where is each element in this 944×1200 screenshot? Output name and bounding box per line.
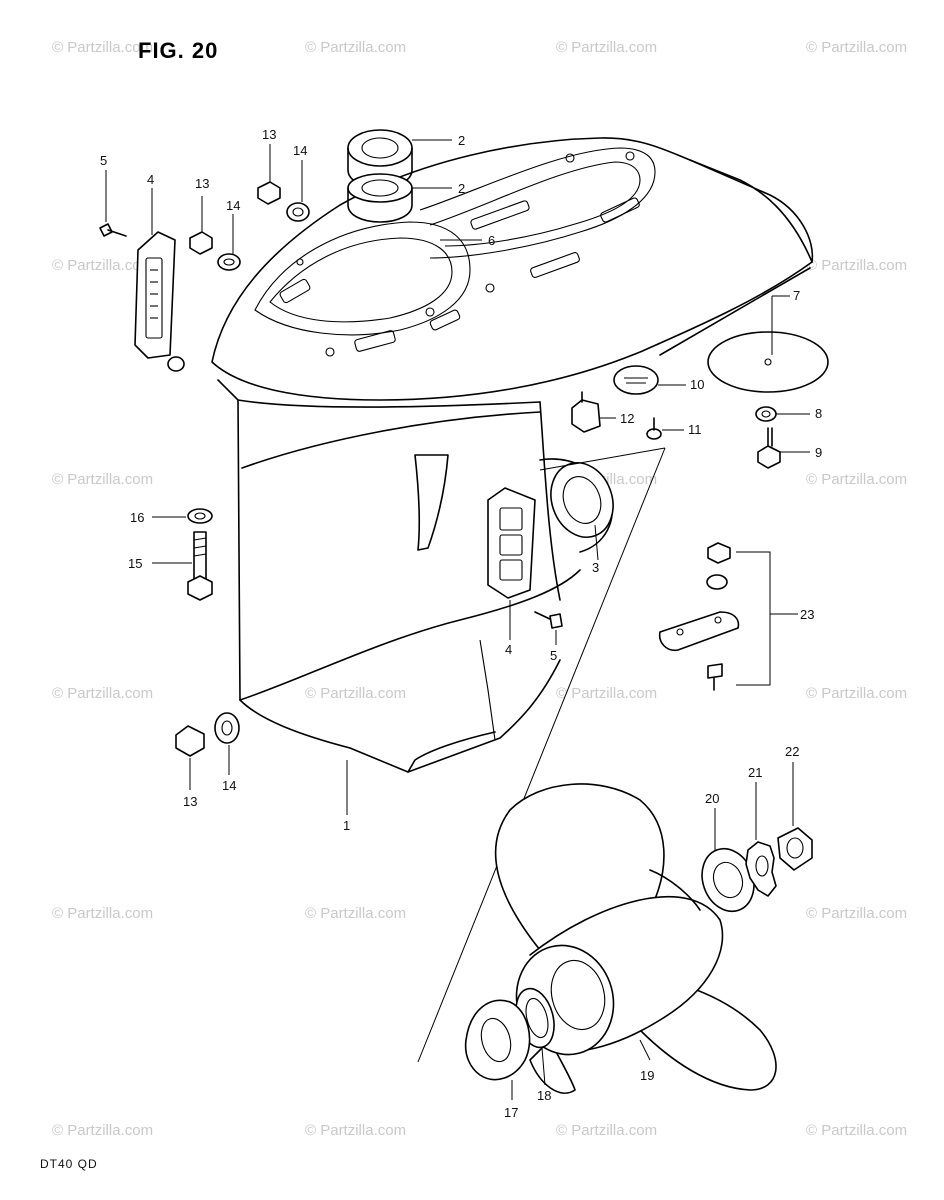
callout-13: 13	[262, 127, 276, 142]
washer-16	[187, 508, 213, 524]
callout-20: 20	[705, 791, 719, 806]
watermark-text: © Partzilla.com	[52, 685, 153, 702]
grommet-13-top	[257, 181, 281, 205]
watermark-text: © Partzilla.com	[556, 1122, 657, 1139]
callout-15: 15	[128, 556, 142, 571]
watermark-text: © Partzilla.com	[556, 685, 657, 702]
callout-21: 21	[748, 765, 762, 780]
washer-14-top	[286, 202, 310, 222]
grommet-12	[571, 391, 601, 433]
watermark-text: © Partzilla.com	[305, 39, 406, 56]
watermark-text: © Partzilla.com	[806, 905, 907, 922]
callout-22: 22	[785, 744, 799, 759]
callout-9: 9	[815, 445, 822, 460]
bolt-15	[187, 531, 213, 601]
propeller-19	[494, 783, 777, 1094]
trim-tab-anode-4-mid	[487, 487, 536, 599]
prop-nut-22	[777, 827, 813, 871]
watermark-text: © Partzilla.com	[556, 39, 657, 56]
callout-19: 19	[640, 1068, 654, 1083]
callout-8: 8	[815, 406, 822, 421]
callout-7: 7	[793, 288, 800, 303]
callout-23: 23	[800, 607, 814, 622]
watermark-text: © Partzilla.com	[52, 471, 153, 488]
callout-11: 11	[688, 422, 702, 437]
callout-16: 16	[130, 510, 144, 525]
watermark-text: © Partzilla.com	[305, 1122, 406, 1139]
figure-title: FIG. 20	[138, 38, 218, 63]
needle-bearing-upper	[347, 129, 413, 189]
callout-14: 14	[293, 143, 307, 158]
callout-14: 14	[226, 198, 240, 213]
grommet-13-left-top	[189, 231, 213, 255]
callout-12: 12	[620, 411, 634, 426]
callout-2: 2	[458, 181, 465, 196]
callout-2: 2	[458, 133, 465, 148]
washer-14-bottom	[214, 712, 240, 744]
watermark-text: © Partzilla.com	[305, 685, 406, 702]
gearcase-housing	[211, 137, 814, 773]
watermark-text: © Partzilla.com	[806, 1122, 907, 1139]
callout-14: 14	[222, 778, 236, 793]
callout-13: 13	[195, 176, 209, 191]
footer-code: DT40 QD	[40, 1157, 98, 1171]
bolt-9	[757, 427, 781, 469]
watermark-text: © Partzilla.com	[305, 905, 406, 922]
watermark-text: © Partzilla.com	[52, 257, 153, 274]
screw-11	[646, 417, 662, 440]
washer-8	[755, 406, 777, 422]
watermark-text: © Partzilla.com	[806, 685, 907, 702]
watermark-text: © Partzilla.com	[52, 1122, 153, 1139]
watermark-text: © Partzilla.com	[806, 39, 907, 56]
callout-13: 13	[183, 794, 197, 809]
thrust-hub-17	[464, 999, 531, 1081]
trim-tab-kit-23	[658, 542, 740, 691]
callout-17: 17	[504, 1105, 518, 1120]
plate-7	[707, 331, 829, 393]
lock-washer-21	[745, 841, 777, 897]
washer-14-left	[217, 253, 241, 271]
callout-18: 18	[537, 1088, 551, 1103]
trim-tab-anode-4-left	[134, 231, 185, 372]
callout-6: 6	[488, 233, 495, 248]
callout-3: 3	[592, 560, 599, 575]
grommet-13-bottom	[175, 725, 205, 757]
screw-5-mid	[534, 611, 563, 629]
watermark-text: © Partzilla.com	[52, 39, 153, 56]
callout-4: 4	[147, 172, 154, 187]
screw-5-top	[99, 223, 127, 237]
callout-1: 1	[343, 818, 350, 833]
oil-seal-3	[550, 462, 614, 538]
callout-10: 10	[690, 377, 704, 392]
cover-10	[613, 365, 659, 395]
watermark-text: © Partzilla.com	[52, 905, 153, 922]
callout-5: 5	[100, 153, 107, 168]
watermark-text: © Partzilla.com	[806, 471, 907, 488]
callout-4: 4	[505, 642, 512, 657]
watermark-text: © Partzilla.com	[806, 257, 907, 274]
callout-5: 5	[550, 648, 557, 663]
